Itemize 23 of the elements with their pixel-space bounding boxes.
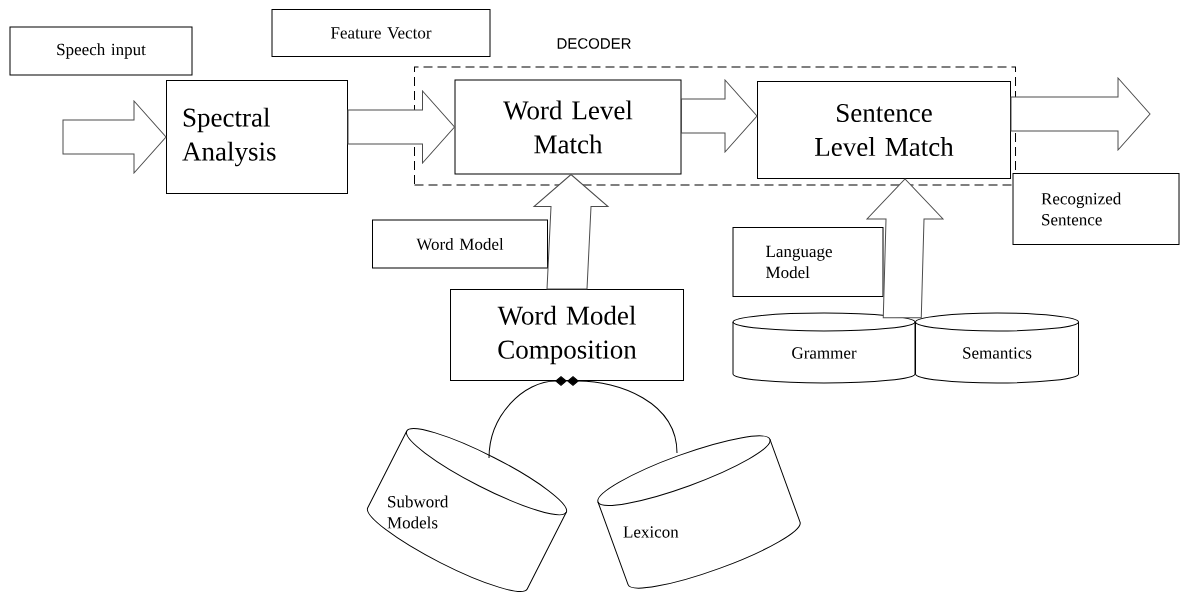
label-box: Feature Vector [271,9,491,57]
label-box: Speech input [9,26,193,76]
database-cylinder: Semantics [915,312,1079,384]
database-cylinder: Lexicon [597,435,801,589]
label-box: Recognized Sentence [1012,173,1180,245]
block-arrow [347,90,455,164]
database-cylinder: Grammer [732,312,916,384]
database-cylinder: Subword Models [367,428,568,592]
label-box: Language Model [732,227,884,297]
node-label: DECODER [557,38,631,49]
connector [488,376,567,459]
block-arrow [533,174,609,290]
connector [567,376,678,454]
block-arrow [681,79,758,153]
block-arrow [62,100,167,174]
node-label: Recognized Sentence [1041,192,1122,226]
process-box: Sentence Level Match [757,81,1011,179]
label-box: Word Model [372,219,548,269]
process-box: Spectral Analysis [166,80,348,194]
process-box: Word Level Match [454,79,682,175]
block-arrow [1010,77,1151,151]
block-arrow [866,178,944,319]
process-box: Word Model Composition [450,289,684,381]
